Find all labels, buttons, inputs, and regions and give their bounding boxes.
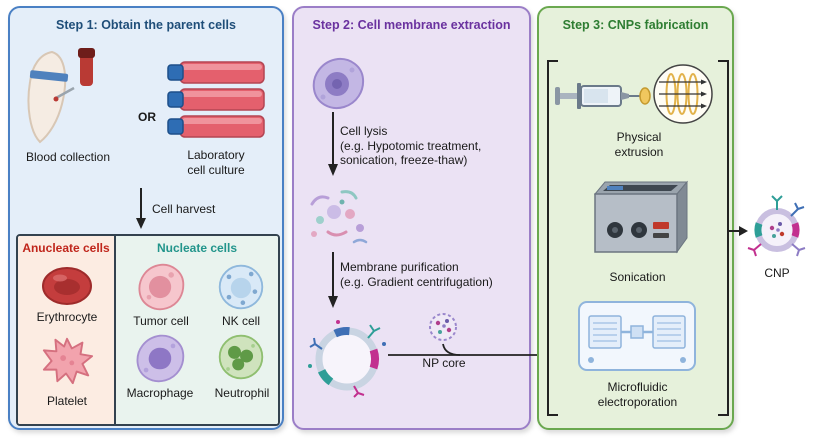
cnp-icon: [742, 188, 812, 271]
physical-extrusion-label: Physical extrusion: [614, 130, 664, 159]
left-bracket: [547, 60, 558, 416]
microfluidic-electroporation-label: Microfluidic electroporation: [597, 380, 678, 409]
parent-cell-icon: [310, 56, 366, 115]
step1-panel: Step 1: Obtain the parent cells Blood co…: [8, 6, 284, 430]
extrusion-syringe-icon: [553, 70, 653, 127]
cell-harvest-arrow-icon: [134, 188, 148, 235]
erythrocyte-icon: [41, 266, 93, 311]
tumor-cell-label: Tumor cell: [133, 314, 189, 328]
step1-title: Step 1: Obtain the parent cells: [56, 18, 236, 32]
macrophage-label: Macrophage: [126, 386, 194, 400]
np-core-icon: [424, 308, 462, 351]
nk-cell-icon: [216, 262, 266, 317]
or-label: OR: [138, 110, 156, 124]
membrane-purification-arrow-icon: [326, 252, 340, 315]
macrophage-icon: [134, 332, 186, 389]
right-bracket: [718, 60, 729, 416]
neutrophil-label: Neutrophil: [214, 386, 270, 400]
neutrophil-icon: [216, 332, 266, 387]
cell-harvest-label: Cell harvest: [152, 202, 216, 216]
microfluidic-chip-icon: [577, 300, 697, 377]
step2-panel: Step 2: Cell membrane extraction Cell ly…: [292, 6, 531, 430]
np-core-label: NP core: [422, 356, 466, 370]
cell-culture-flasks-icon: [158, 56, 270, 149]
parent-cells-box: Anucleate cells Erythrocyte: [16, 234, 280, 426]
cnp-label: CNP: [764, 266, 790, 280]
blood-collection-label: Blood collection: [25, 150, 111, 164]
nucleate-cells-section: Nucleate cells: [116, 236, 278, 424]
erythrocyte-label: Erythrocyte: [36, 310, 98, 324]
blood-collection-icon: [22, 44, 102, 153]
assembly-arrow-icon: [388, 336, 554, 377]
cell-debris-icon: [302, 184, 374, 253]
step3-title: Step 3: CNPs fabrication: [562, 18, 709, 32]
nk-cell-label: NK cell: [221, 314, 260, 328]
platelet-label: Platelet: [46, 394, 88, 408]
step3-panel: Step 3: CNPs fabrication: [537, 6, 734, 430]
step2-title: Step 2: Cell membrane extraction: [312, 18, 511, 32]
anucleate-cells-section: Anucleate cells Erythrocyte: [18, 236, 116, 424]
anucleate-header: Anucleate cells: [22, 241, 110, 255]
lab-culture-label: Laboratory cell culture: [187, 148, 245, 177]
tumor-cell-icon: [136, 262, 186, 317]
cnp-arrow-icon: [727, 224, 749, 243]
cell-lysis-label: Cell lysis (e.g. Hypotomic treatment, so…: [340, 124, 482, 168]
nucleate-header: Nucleate cells: [156, 241, 238, 255]
sonication-label: Sonication: [609, 270, 666, 284]
sonication-bath-icon: [581, 176, 691, 269]
platelet-icon: [40, 334, 94, 391]
membrane-vesicle-icon: [304, 314, 390, 405]
membrane-purification-label: Membrane purification (e.g. Gradient cen…: [340, 260, 493, 289]
cell-lysis-arrow-icon: [326, 112, 340, 183]
extrusion-membrane-zoom-icon: [651, 62, 715, 131]
